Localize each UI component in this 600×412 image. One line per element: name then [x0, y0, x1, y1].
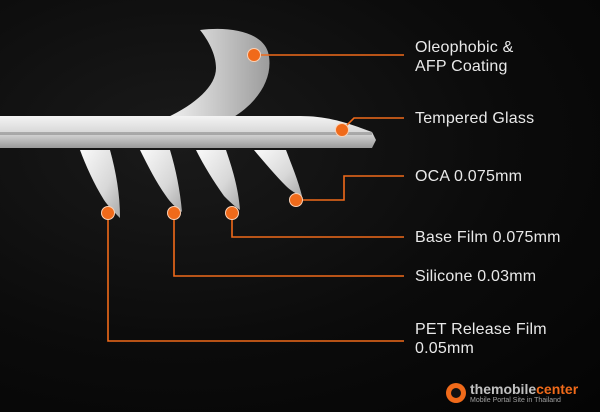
oleophobic-marker-dot	[247, 48, 261, 62]
silicone-layer	[140, 150, 182, 212]
silicone-label: Silicone 0.03mm	[415, 268, 537, 285]
oca-leader-line	[296, 175, 404, 201]
pet-release-label-line-2: 0.05mm	[415, 340, 474, 357]
tempered-glass-marker-dot	[335, 123, 349, 137]
oca-layer	[254, 150, 302, 196]
pet-release-label: PET Release Film 0.05mm	[415, 320, 547, 358]
watermark-tagline: Mobile Portal Site in Thailand	[470, 397, 561, 404]
tempered-glass-edge	[0, 132, 372, 135]
oleophobic-label-line-1: Oleophobic &	[415, 39, 514, 56]
watermark-name-accent: center	[536, 381, 579, 397]
watermark-logo-icon	[446, 383, 466, 403]
oleophobic-coating-layer	[166, 28, 270, 118]
oleophobic-label-line-2: AFP Coating	[415, 58, 508, 75]
base-film-label: Base Film 0.075mm	[415, 229, 561, 246]
watermark: themobilecenter Mobile Portal Site in Th…	[446, 381, 596, 409]
base-film-layer	[196, 150, 240, 210]
oca-marker-dot	[289, 193, 303, 207]
pet-release-label-line-1: PET Release Film	[415, 321, 547, 338]
oleophobic-label: Oleophobic & AFP Coating	[415, 38, 513, 76]
pet-release-film-layer	[80, 150, 120, 218]
base-film-leader-line	[231, 213, 404, 238]
base-film-marker-dot	[225, 206, 239, 220]
tempered-glass-label: Tempered Glass	[415, 110, 535, 127]
pet-release-marker-dot	[101, 206, 115, 220]
watermark-name-primary: themobile	[470, 381, 537, 397]
pet-release-leader-line	[107, 213, 404, 342]
silicone-marker-dot	[167, 206, 181, 220]
oca-label: OCA 0.075mm	[415, 168, 523, 185]
watermark-name: themobilecenter	[470, 381, 578, 397]
silicone-leader-line	[173, 213, 404, 277]
